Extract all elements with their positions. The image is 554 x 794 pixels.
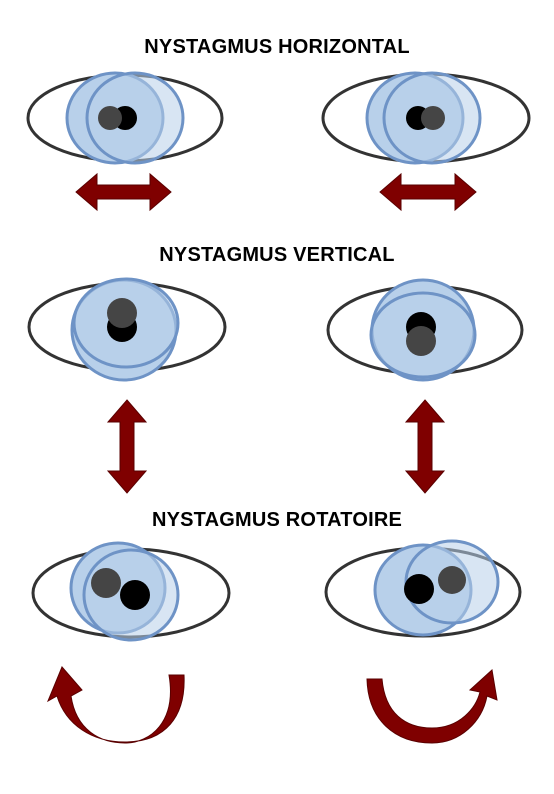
pupil-previous [107,298,137,328]
rotatory-arrow-right [366,669,498,744]
rotatory-nystagmus-title: NYSTAGMUS ROTATOIRE [151,509,403,531]
horizontal-left-eye [26,71,224,165]
pupil-current [404,574,434,604]
pupil-previous [98,106,122,130]
pupil-previous [438,566,466,594]
vertical-left-eye [27,277,227,382]
horizontal-right-eye [321,71,531,165]
pupil-previous [406,326,436,356]
pupil-current [120,580,150,610]
horizontal-arrow-right [379,172,477,212]
pupil-previous [421,106,445,130]
pupil-previous [91,568,121,598]
vertical-right-eye [326,278,524,382]
rotatory-arrow-left [46,666,185,744]
horizontal-nystagmus-title: NYSTAGMUS HORIZONTAL [144,36,410,58]
horizontal-arrow-left [75,172,172,212]
vertical-nystagmus-title: NYSTAGMUS VERTICAL [159,244,395,266]
vertical-arrow-right [404,399,446,494]
vertical-arrow-left [106,399,148,494]
rotatory-left-eye [31,541,231,642]
rotatory-right-eye [324,539,522,638]
